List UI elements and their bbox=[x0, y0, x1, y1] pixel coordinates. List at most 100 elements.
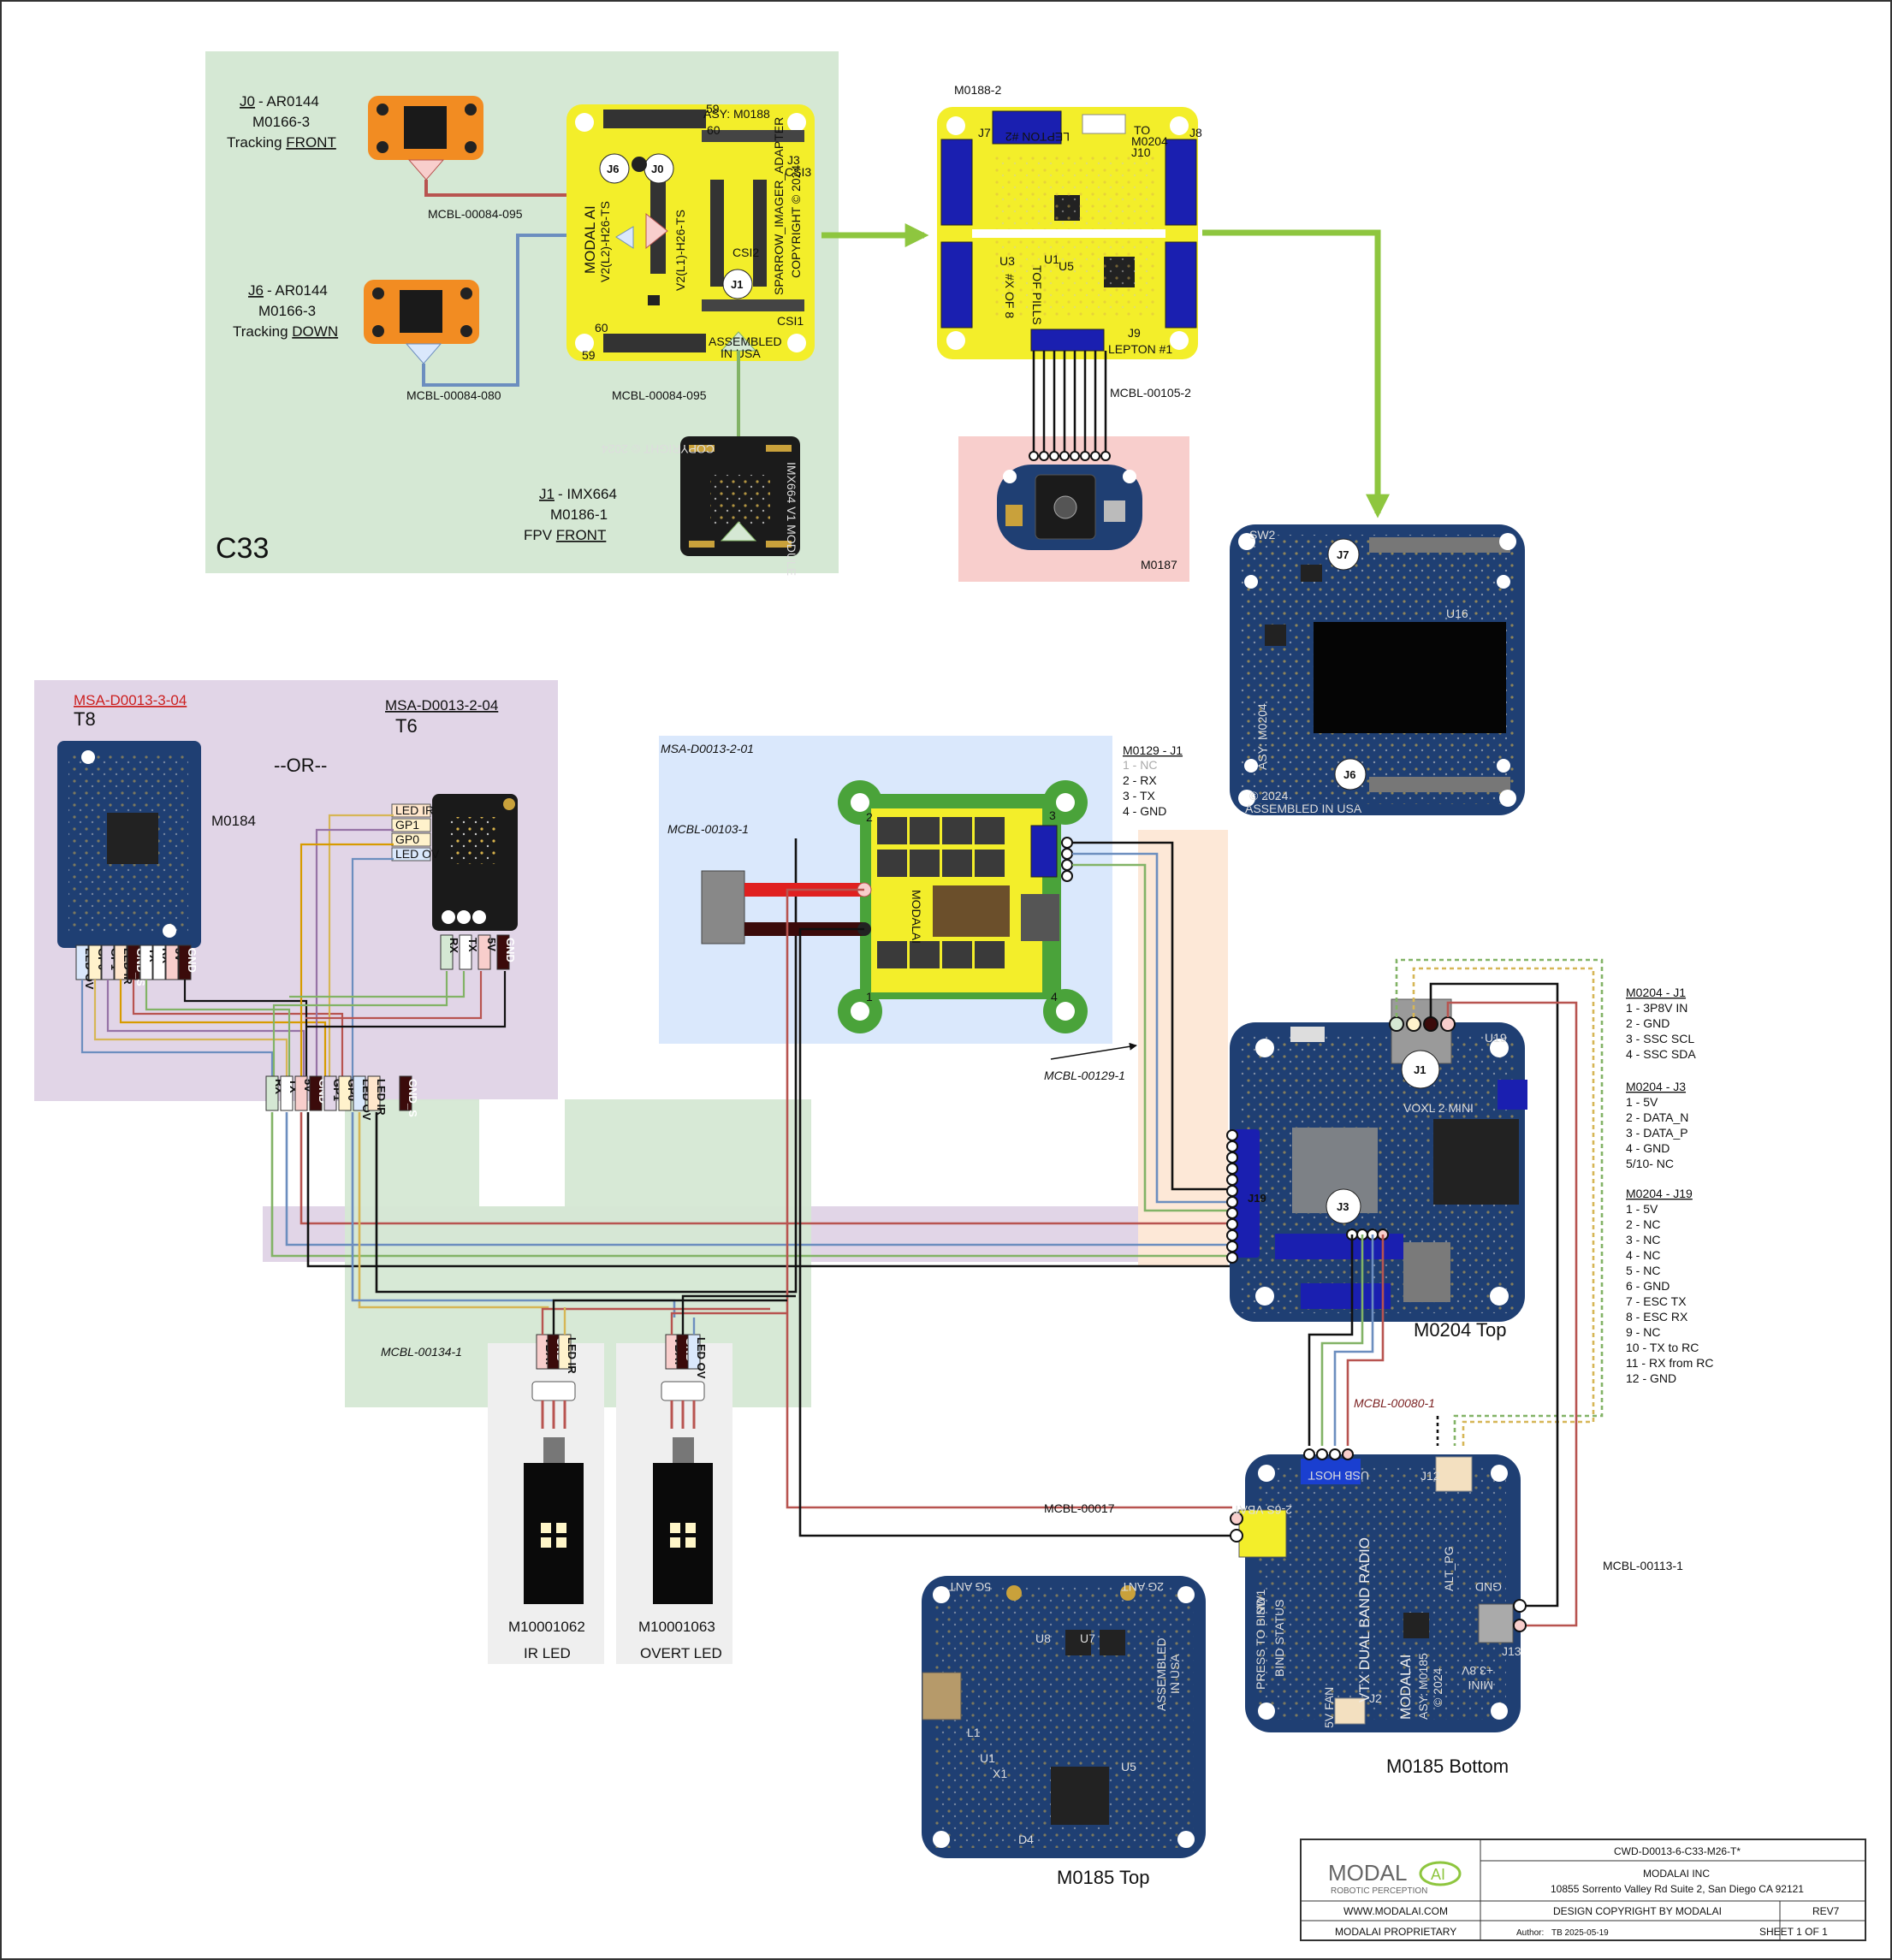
m0188-tof: TOF PILLS bbox=[1030, 265, 1044, 325]
c33-label: C33 bbox=[216, 532, 269, 565]
vision-j6: J6 bbox=[1343, 768, 1355, 781]
adapter-csi1: CSI1 bbox=[777, 314, 804, 328]
junction-pin-8-label: GND_S bbox=[406, 1079, 419, 1117]
m0185-top-assembled-a: ASSEMBLED bbox=[1154, 1637, 1168, 1711]
m0188-u3: U3 bbox=[999, 254, 1015, 268]
led-harness-wires bbox=[541, 1294, 796, 1335]
vision-assembled: ASSEMBLED IN USA bbox=[1245, 802, 1362, 815]
m0184-board bbox=[57, 741, 201, 948]
usb-cable bbox=[1308, 1235, 1385, 1446]
j0-part: - AR0144 bbox=[258, 93, 319, 110]
j1-part: - IMX664 bbox=[558, 486, 617, 502]
power-group-label: MSA-D0013-2-01 bbox=[661, 742, 754, 755]
cable-c84-080: MCBL-00084-080 bbox=[406, 388, 501, 402]
adapter-asy: ASY: M0188 bbox=[703, 107, 770, 121]
m0185-top-u7: U7 bbox=[1080, 1631, 1095, 1645]
svg-text:J0- AR0144: J0- AR0144 bbox=[240, 93, 319, 110]
title-author: TB 2025-05-19 bbox=[1551, 1928, 1609, 1938]
overt-led-module bbox=[653, 1381, 713, 1604]
m0188-label: M0188-2 bbox=[954, 83, 1001, 97]
overt-led-part: M10001063 bbox=[638, 1619, 715, 1635]
j0-use-dir: FRONT bbox=[286, 134, 336, 151]
m0188-u1: U1 bbox=[1044, 252, 1059, 266]
esc-cable-band bbox=[1138, 830, 1228, 1266]
m0188-lepton2: LEPTON #2 bbox=[1005, 130, 1070, 144]
pinout-item: 12 - GND bbox=[1626, 1371, 1676, 1385]
pinout-item: 2 - GND bbox=[1626, 1016, 1670, 1030]
title-block bbox=[1300, 1839, 1866, 1941]
j6-ref: J6 bbox=[248, 282, 264, 299]
title-logo: MODAL bbox=[1328, 1860, 1407, 1886]
m0204-j1: J1 bbox=[1414, 1063, 1426, 1076]
vision-j7: J7 bbox=[1337, 548, 1349, 561]
m0188-u5: U5 bbox=[1059, 259, 1074, 273]
title-sheet: SHEET 1 OF 1 bbox=[1759, 1926, 1828, 1938]
m0184-pin-8: GND bbox=[178, 944, 199, 980]
j19-pin bbox=[1226, 1229, 1238, 1241]
t6-left-pin-label: LED IR bbox=[395, 803, 434, 817]
adapter-assembled-a: ASSEMBLED bbox=[709, 335, 782, 348]
t6-bottom-pin-3: GND bbox=[496, 934, 517, 970]
esc-n2: 2 bbox=[866, 810, 873, 824]
adapter-csi2: CSI2 bbox=[732, 246, 759, 259]
m0185-press: PRESS TO BIND bbox=[1254, 1597, 1267, 1690]
m0185-mini: MINI bbox=[1468, 1679, 1493, 1692]
j6-model: M0166-3 bbox=[258, 303, 316, 319]
t6-bottom-pins: RX TX 5V GND bbox=[440, 934, 517, 970]
m0185-fan: 5V FAN bbox=[1322, 1687, 1336, 1728]
pinout-item: 6 - GND bbox=[1626, 1279, 1670, 1293]
adapter-csi3: CSI3 bbox=[785, 165, 811, 179]
overt-led-pins-pin-2-label: LED OV bbox=[695, 1337, 708, 1379]
j0-model: M0166-3 bbox=[252, 114, 310, 130]
m0204-top-board bbox=[1230, 998, 1527, 1322]
ir-led-pins: VBATGNDLED IR bbox=[536, 1334, 578, 1374]
m0204-voxl: VOXL 2 MINI bbox=[1403, 1101, 1474, 1115]
m0188-to-a: TO bbox=[1134, 123, 1150, 137]
j1-cable bbox=[1395, 958, 1604, 1627]
m0187-board bbox=[997, 465, 1142, 550]
svg-text:Tracking FRONT: Tracking FRONT bbox=[227, 134, 336, 151]
adapter-v2b: V2(L1)-H26-TS bbox=[673, 210, 687, 291]
t6-left-pin-1: GP1 bbox=[391, 818, 431, 832]
cable-c103: MCBL-00103-1 bbox=[667, 822, 749, 836]
t6-left-pin-label: LED OV bbox=[395, 847, 440, 861]
m0188-to-m0204-arrow bbox=[1202, 229, 1390, 518]
m0185-j12: J12 bbox=[1420, 1469, 1440, 1483]
esc-n1: 1 bbox=[866, 990, 873, 1004]
pinout-item: 9 - NC bbox=[1626, 1325, 1660, 1339]
pinout-item: 10 - TX to RC bbox=[1626, 1341, 1699, 1354]
esc-n3: 3 bbox=[1049, 808, 1056, 822]
t6-bottom-pin-1: TX bbox=[459, 934, 479, 970]
m0185-top-d4: D4 bbox=[1018, 1833, 1034, 1846]
t6-bottom-pin-2-label: 5V bbox=[485, 938, 498, 951]
imx-text-b: IMX664 V1 MODULE bbox=[785, 462, 798, 576]
m0185-ant2: 2G ANT bbox=[1121, 1580, 1164, 1594]
t6-bottom-pin-1-label: TX bbox=[466, 938, 479, 952]
t6-bottom-pin-3-label: GND bbox=[504, 938, 517, 962]
cable-c80: MCBL-00080-1 bbox=[1354, 1396, 1435, 1410]
junction-pin-7: LED IR bbox=[367, 1075, 388, 1116]
camera-j6 bbox=[364, 280, 479, 364]
t6-left-pin-label: GP1 bbox=[395, 818, 419, 832]
title-rev: REV7 bbox=[1812, 1905, 1840, 1917]
t6-bottom-pin-0: RX bbox=[440, 934, 460, 970]
adapter-pin59a: 59 bbox=[706, 102, 720, 115]
m0188-j10: J10 bbox=[1131, 145, 1151, 159]
receiver-wiring bbox=[80, 814, 507, 1080]
j6-use-dir: DOWN bbox=[292, 323, 338, 340]
m0188-to-b: M0204 bbox=[1131, 134, 1168, 148]
junction-pin-8: GND_S bbox=[399, 1075, 419, 1117]
pinout-item: 8 - ESC RX bbox=[1626, 1310, 1688, 1323]
j19-pin bbox=[1226, 1252, 1238, 1264]
m0188-j8: J8 bbox=[1189, 126, 1202, 139]
m0129-title: M0129 - J1 bbox=[1123, 743, 1183, 757]
m0185-j13: J13 bbox=[1502, 1644, 1521, 1658]
adapter-j3: J3 bbox=[787, 153, 800, 167]
m0185-vbat: 2-6S VBAT bbox=[1233, 1503, 1292, 1517]
svg-text:J1- IMX664: J1- IMX664 bbox=[539, 486, 617, 502]
j19-pin bbox=[1226, 1152, 1238, 1164]
